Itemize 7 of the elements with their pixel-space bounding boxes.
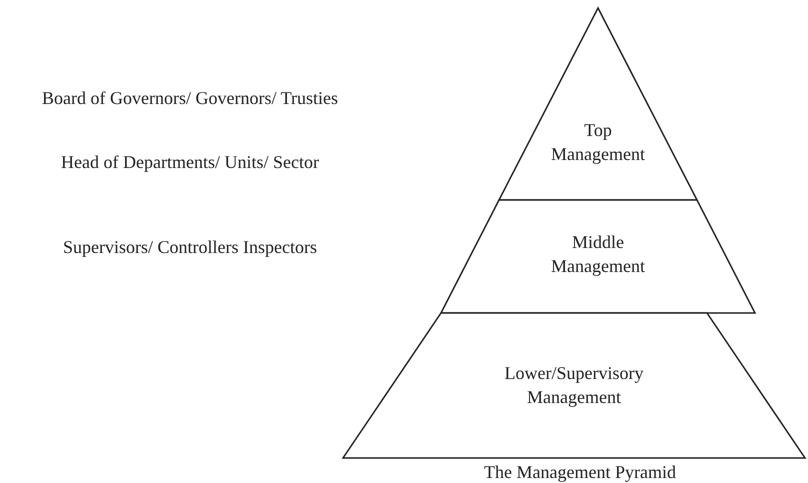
level-description: Board of Governors/ Governors/ Trusties xyxy=(41,87,339,110)
level-description: Head of Departments/ Units/ Sector xyxy=(60,151,320,174)
tier-label: Middle Management xyxy=(550,231,646,278)
tier-label: Top Management xyxy=(550,119,646,166)
tier-label: Lower/Supervisory Management xyxy=(504,362,644,409)
level-description: Supervisors/ Controllers Inspectors xyxy=(62,236,318,259)
caption: The Management Pyramid xyxy=(483,461,677,483)
